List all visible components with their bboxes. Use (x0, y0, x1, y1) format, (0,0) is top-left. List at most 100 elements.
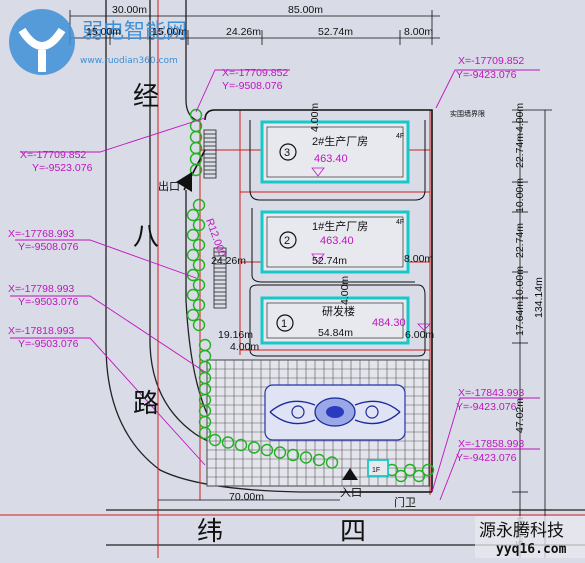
coordinate-leaders (10, 69, 540, 501)
guard-floors: 1F (372, 467, 380, 474)
guard-label: 门卫 (394, 495, 416, 509)
elevation-marks (311, 167, 431, 331)
guard-house (367, 459, 389, 477)
dim-plant3-len: 52.74m (318, 26, 353, 38)
dimension-lines (69, 10, 546, 558)
coord-4-y: Y=-9508.076 (18, 241, 79, 253)
right-dim-label: 22.74m (514, 133, 526, 168)
right-dim-label: 17.64m (514, 301, 526, 336)
entrance-marker (342, 468, 358, 480)
tree-icon (192, 258, 206, 272)
tree-icon (234, 438, 248, 452)
dim-rd-right: 6.00m (405, 329, 434, 341)
road-jing-char-2: 八 (133, 222, 159, 252)
tree-icon (186, 248, 200, 262)
road-jing-char-3: 路 (133, 389, 159, 419)
dim-rd-small: 4.00m (230, 341, 259, 353)
watermark-name: 弱电智能网 (82, 19, 187, 43)
right-dim-label: 4.00m (514, 103, 526, 132)
building-3-name: 2#生产厂房 (312, 134, 368, 148)
coord-4-x: X=-17768.993 (8, 228, 74, 240)
tree-icon (221, 436, 235, 449)
dim-bottom-width: 70.00m (229, 491, 264, 503)
watermark-logo (9, 9, 75, 75)
stairs (203, 129, 227, 309)
road-wei-char-2: 四 (340, 517, 366, 547)
tree-icon (186, 228, 200, 242)
exit-marker (176, 172, 192, 192)
tree-icon (421, 463, 435, 477)
dim-left-a: 15.00m (86, 26, 121, 38)
road-wei-char-1: 纬 (197, 517, 223, 547)
coord-7-y: Y=-9423.076 (456, 401, 517, 413)
tree-icon (192, 238, 206, 252)
tree-icon (186, 288, 200, 302)
tree-icon (286, 448, 300, 462)
tree-icon (260, 443, 274, 457)
tree-icon (192, 198, 206, 212)
tree-icon (273, 446, 287, 459)
dim-right-total: 134.14m (533, 277, 545, 318)
building-3-elev: 463.40 (314, 153, 348, 165)
tree-icon (403, 463, 417, 477)
tree-icon (325, 456, 339, 469)
tree-icon (412, 469, 426, 483)
building-2 (260, 210, 410, 274)
tree-icon (394, 469, 408, 483)
tree-icon (192, 218, 206, 232)
corner-watermark-url: yyq16.com (496, 542, 567, 557)
dim-gap-mid: 4.00m (339, 276, 351, 305)
coord-3-y: Y=-9523.076 (32, 162, 93, 174)
coord-5-x: X=-17798.993 (8, 283, 74, 295)
green-trees (186, 108, 435, 483)
coord-1-x: X=-17709.852 (222, 67, 288, 79)
right-dim-label: 22.74m (514, 223, 526, 258)
building-2-number: 2 (284, 235, 290, 247)
tree-icon (186, 208, 200, 222)
dim-total-width: 85.00m (288, 4, 323, 16)
building-2-floors: 4F (396, 219, 404, 226)
coord-5-y: Y=-9503.076 (18, 296, 79, 308)
building-2-elev: 463.40 (320, 235, 354, 247)
dim-left-width: 30.00m (112, 4, 147, 16)
right-ticks (512, 109, 552, 511)
watermark-url: www.ruodian360.com (80, 56, 178, 66)
building-3-number: 3 (284, 147, 290, 159)
tree-icon (247, 441, 261, 454)
tree-icon (198, 426, 212, 440)
tree-icon (192, 318, 206, 332)
dim-plant2-len: 52.74m (312, 255, 347, 267)
internal-roads (249, 120, 426, 357)
coord-7-x: X=-17843.993 (458, 387, 524, 399)
fountain-icon (264, 384, 406, 441)
building-2-name: 1#生产厂房 (312, 219, 368, 233)
dim-rd-len: 54.84m (318, 327, 353, 339)
building-3-floors: 4F (396, 133, 404, 140)
coord-8-y: Y=-9423.076 (456, 452, 517, 464)
dim-right-top: 8.00m (404, 26, 433, 38)
coord-2-x: X=-17709.852 (458, 55, 524, 67)
right-dim-label: 10.00m (514, 266, 526, 301)
tree-icon (189, 163, 203, 177)
building-1-number: 1 (281, 318, 287, 330)
dim-plant2-offset: 24.26m (211, 255, 246, 267)
coord-6-x: X=-17818.993 (8, 325, 74, 337)
exit-label: 出口 (158, 179, 180, 193)
wall-label: 实围墙界限 (450, 109, 485, 118)
tree-icon (299, 451, 313, 464)
dim-left-b: 15.00m (152, 26, 187, 38)
building-1-name: 研发楼 (322, 304, 355, 318)
building-number-circles (276, 143, 297, 332)
road-jing-char-1: 经 (133, 82, 159, 112)
dim-right-mid: 8.00m (404, 253, 433, 265)
coord-8-x: X=-17858.993 (458, 438, 524, 450)
coord-2-y: Y=-9423.076 (456, 69, 517, 81)
building-1 (260, 296, 410, 345)
tree-icon (208, 433, 222, 447)
coord-6-y: Y=-9503.076 (18, 338, 79, 350)
coord-1-y: Y=-9508.076 (222, 80, 283, 92)
corner-watermark-name: 源永腾科技 (479, 521, 564, 541)
entrance-label: 入口 (340, 487, 362, 499)
